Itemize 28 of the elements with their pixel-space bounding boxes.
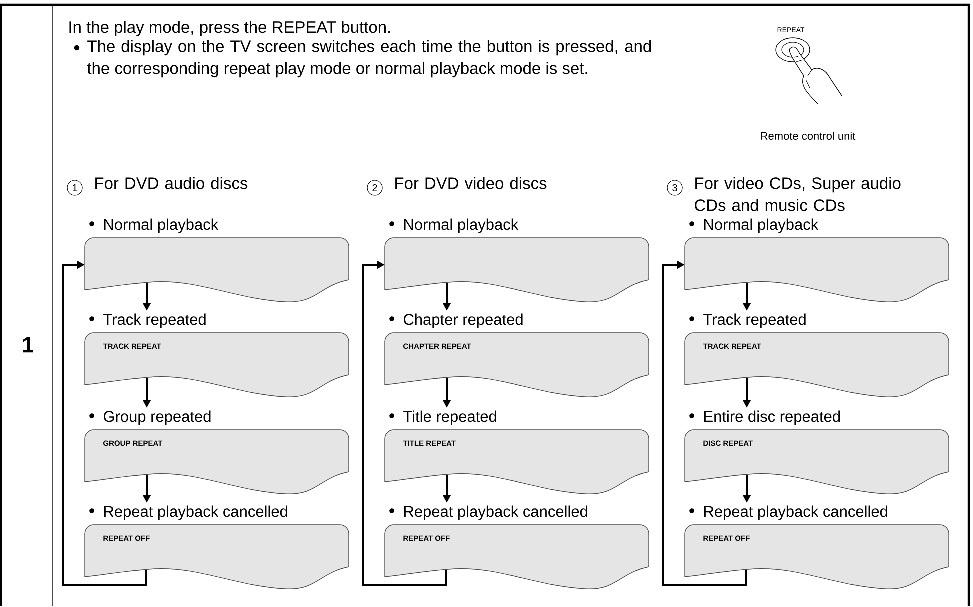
node-label: Entire disc repeated: [704, 410, 840, 426]
step-number: 1: [23, 337, 34, 353]
screen-display: Normal playback: [84, 218, 350, 302]
node-label: Normal playback: [404, 218, 519, 234]
arrow: [62, 260, 147, 586]
column-heading: For video CDs, Super audio CDs and music CDs: [695, 177, 901, 212]
screen-display: Normal playback: [384, 218, 650, 302]
node-label: Normal playback: [704, 218, 819, 234]
node-label: Track repeated: [704, 314, 806, 328]
circled-number: 3: [667, 180, 683, 196]
node-label: Repeat playback cancelled: [704, 506, 888, 520]
instruction-text: In the play mode, press the REPEAT button.: [70, 21, 390, 36]
circled-number: 1: [67, 180, 83, 196]
node-label: Title repeated: [404, 410, 496, 426]
node-label: Group repeated: [104, 410, 211, 426]
circled-number: 2: [367, 180, 383, 196]
bullet-paragraph: The display on the TV screen switches each time the button is pressed, and the corresponding repeat play mode or normal playback mode is set.: [74, 40, 652, 78]
node-label: Chapter repeated: [404, 314, 523, 328]
screen-display: Normal playback: [684, 218, 950, 302]
column-heading: For DVD video discs: [396, 177, 547, 190]
column-heading: For DVD audio discs: [96, 177, 248, 190]
node-label: Normal playback: [104, 218, 219, 234]
caption: Remote control unit: [761, 132, 856, 140]
node-label: Repeat playback cancelled: [104, 506, 288, 520]
node-label: Track repeated: [104, 314, 206, 328]
arrow: [362, 260, 447, 586]
arrow: [662, 260, 748, 586]
node-label: Repeat playback cancelled: [404, 506, 588, 520]
